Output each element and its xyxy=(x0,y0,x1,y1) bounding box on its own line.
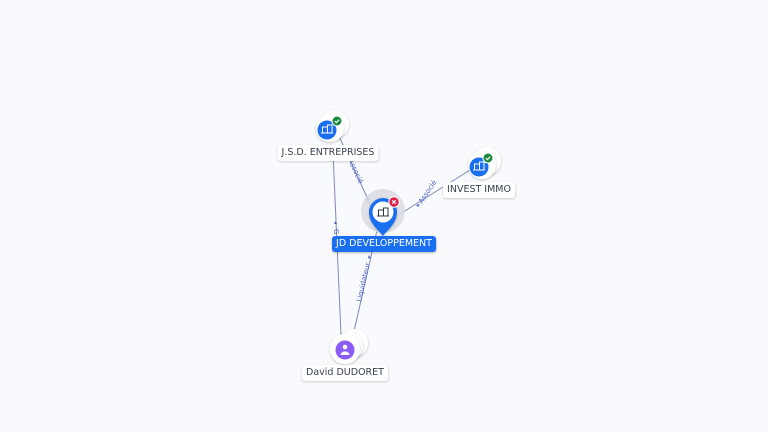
node-david-dudoret[interactable] xyxy=(330,329,368,364)
edge-label-jsd-jd: Associé xyxy=(346,157,364,184)
edge-label-david-jsd: G xyxy=(332,229,340,234)
arrow-david-jsd xyxy=(334,221,337,224)
close-icon xyxy=(391,199,397,205)
arrow-invest-jd xyxy=(416,204,420,207)
check-icon xyxy=(334,119,340,124)
check-icon xyxy=(485,156,491,161)
building-icon xyxy=(377,207,389,217)
status-ok-badge xyxy=(482,152,494,164)
person-icon xyxy=(340,344,350,355)
node-label-jsd-entreprises[interactable]: J.S.D. ENTREPRISES xyxy=(277,145,379,161)
node-jsd-entreprises[interactable] xyxy=(316,110,349,142)
building-icon xyxy=(321,124,333,134)
node-label-jd-developpement[interactable]: JD DEVELOPPEMENT xyxy=(332,236,436,252)
status-ok-badge xyxy=(331,115,343,127)
building-icon xyxy=(473,161,485,171)
node-jd-developpement[interactable] xyxy=(361,189,405,236)
node-invest-immo[interactable] xyxy=(468,147,501,179)
node-label-david-dudoret[interactable]: David DUDORET xyxy=(302,365,388,381)
person-icon-circle xyxy=(335,340,355,360)
arrow-david-jd xyxy=(368,255,371,259)
edge-label-david-jd: Liquidateur xyxy=(355,262,372,303)
edge-invest-jd[interactable] xyxy=(399,169,471,215)
node-label-invest-immo[interactable]: INVEST IMMO xyxy=(443,182,515,198)
